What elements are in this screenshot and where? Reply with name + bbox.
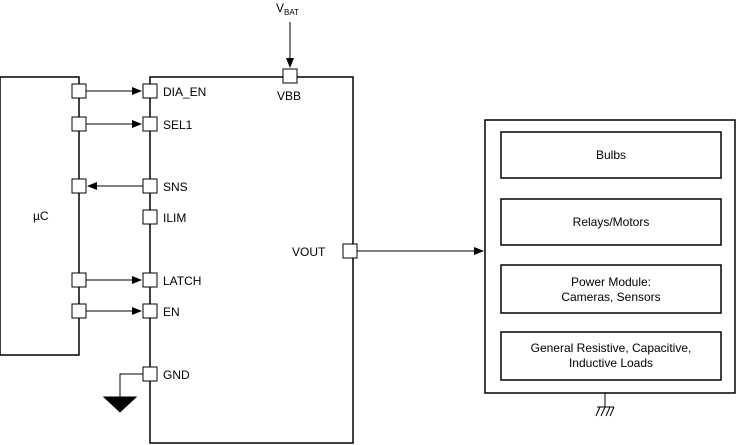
- uc-pin-sel1: [71, 116, 87, 132]
- microcontroller-block: [0, 76, 80, 356]
- wire-gnd: [119, 373, 143, 397]
- supply-sub: BAT: [284, 8, 299, 17]
- pin-latch-label: LATCH: [163, 274, 201, 288]
- pin-sns-label: SNS: [163, 180, 188, 194]
- pin-vbb: [282, 68, 298, 84]
- load-general-box: [500, 331, 722, 381]
- pin-en: [142, 303, 158, 319]
- load-container: [484, 119, 736, 394]
- pin-ilim: [142, 209, 158, 225]
- pin-sel1: [142, 116, 158, 132]
- load-power-module-line2: Cameras, Sensors: [561, 290, 660, 304]
- uc-pin-sns: [71, 178, 87, 194]
- load-general-line1: General Resistive, Capacitive,: [531, 341, 692, 355]
- svg-text:VBAT: VBAT: [276, 1, 299, 17]
- load-relays-box: [500, 198, 722, 246]
- supply-label: VBAT: [276, 1, 299, 17]
- load-relays-label: Relays/Motors: [573, 215, 650, 229]
- load-general-line2: Inductive Loads: [569, 356, 653, 370]
- pin-dia-en: [142, 83, 158, 99]
- uc-pin-latch: [71, 272, 87, 288]
- pin-ilim-label: ILIM: [163, 211, 186, 225]
- supply-main: V: [276, 1, 284, 15]
- load-power-module-box: [500, 264, 722, 314]
- pin-dia-en-label: DIA_EN: [163, 85, 206, 99]
- load-bulbs-box: [500, 131, 722, 179]
- pin-gnd: [142, 366, 158, 382]
- load-bulbs-label: Bulbs: [596, 148, 626, 162]
- load-power-module-line1: Power Module:: [571, 275, 651, 289]
- chassis-ground-icon: [595, 393, 615, 417]
- pin-latch: [142, 272, 158, 288]
- pin-sns: [142, 178, 158, 194]
- device-block: [149, 76, 354, 444]
- uc-pin-en: [71, 303, 87, 319]
- pin-en-label: EN: [163, 305, 180, 319]
- microcontroller-label: µC: [33, 209, 49, 223]
- uc-pin-dia-en: [71, 83, 87, 99]
- pin-vout: [342, 243, 358, 259]
- pin-vout-label: VOUT: [292, 245, 326, 259]
- pin-vbb-label: VBB: [277, 89, 301, 103]
- pin-sel1-label: SEL1: [163, 118, 193, 132]
- ground-icon: [102, 396, 138, 413]
- pin-gnd-label: GND: [163, 368, 190, 382]
